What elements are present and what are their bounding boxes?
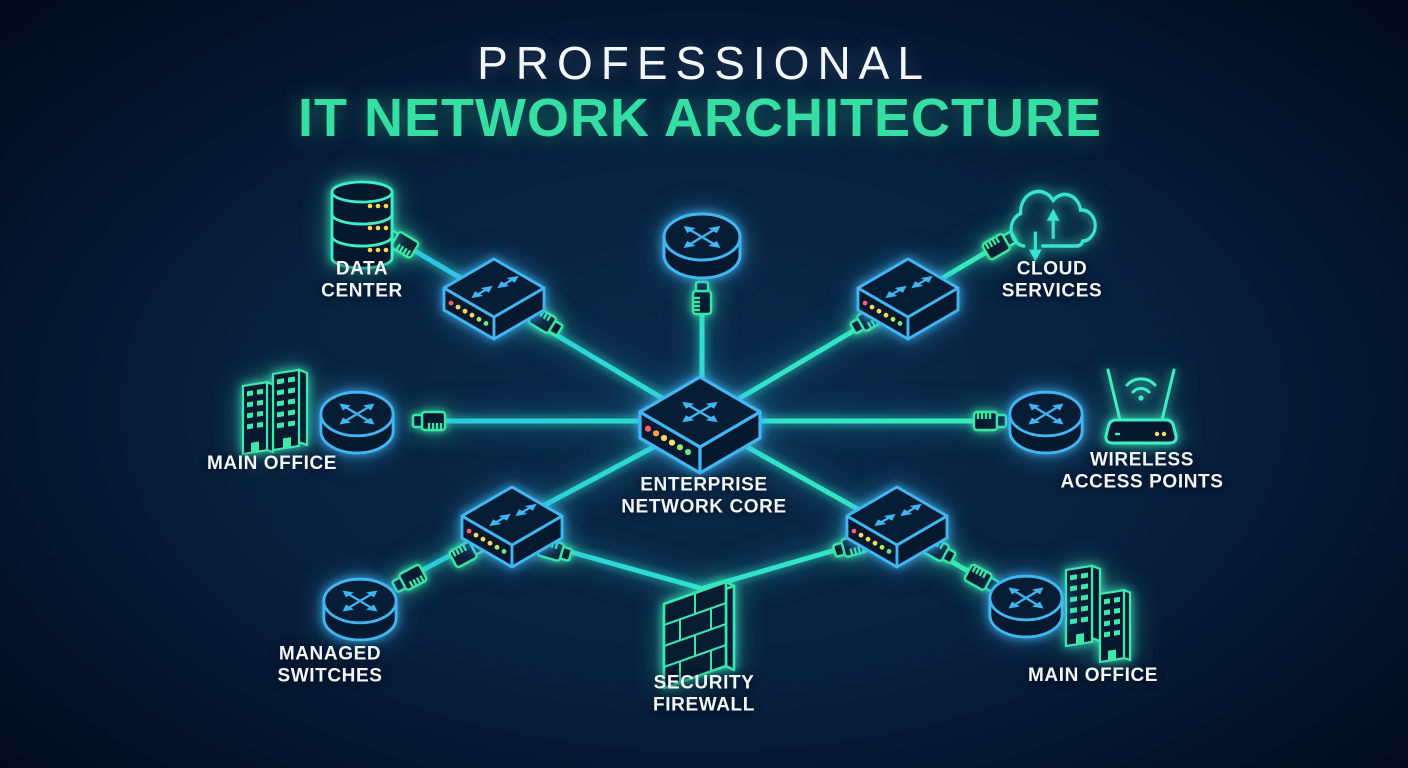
office-buildings-icon	[241, 368, 309, 456]
rj45-icon	[411, 410, 447, 432]
office-buildings-icon	[1064, 564, 1132, 664]
cloud-sync-icon	[1009, 189, 1097, 262]
switch-icon	[444, 259, 544, 339]
label-managed-switches: MANAGED SWITCHES	[277, 643, 383, 687]
rj45-icon	[389, 562, 429, 597]
label-wireless-access: WIRELESS ACCESS POINTS	[1060, 449, 1224, 493]
core-switch-icon	[638, 375, 762, 475]
rj45-icon	[972, 410, 1008, 432]
label-enterprise-core: ENTERPRISE NETWORK CORE	[621, 474, 787, 518]
router-icon	[1010, 392, 1082, 453]
poster-title-line2: IT NETWORK ARCHITECTURE	[298, 88, 1102, 148]
label-main-office-right: MAIN OFFICE	[1027, 664, 1159, 686]
label-cloud-services: CLOUD SERVICES	[1001, 258, 1103, 302]
database-stack-icon	[330, 180, 394, 270]
label-security-firewall: SECURITY FIREWALL	[653, 672, 755, 716]
router-icon	[990, 576, 1062, 637]
rj45-icon	[691, 280, 713, 316]
label-main-office-left: MAIN OFFICE	[206, 452, 338, 474]
router-icon	[324, 579, 396, 640]
poster-title-line1: PROFESSIONAL	[477, 37, 931, 89]
router-icon	[664, 214, 740, 278]
label-data-center: DATA CENTER	[321, 258, 403, 302]
wireless-access-point-icon	[1104, 368, 1178, 445]
router-icon	[321, 392, 393, 453]
